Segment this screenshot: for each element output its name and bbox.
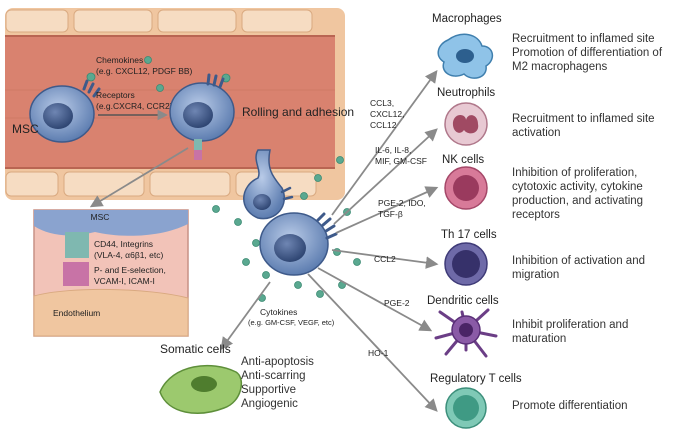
rolling-adhesion-label: Rolling and adhesion (242, 105, 354, 119)
somatic-cell (159, 364, 243, 414)
arrow-macrophages (331, 69, 438, 216)
neutrophils-label: Neutrophils (437, 87, 495, 99)
th17-cell (444, 242, 488, 286)
target-effects: Recruitment to inflamed site Promotion o… (512, 33, 663, 412)
effect-nk-1: Inhibition of proliferation, (512, 167, 637, 179)
msc-cell (29, 79, 101, 143)
arrow-neutrophils (333, 128, 438, 225)
chemokines-title: Chemokines (96, 55, 143, 65)
effect-th17-1: Inhibition of activation and (512, 255, 645, 267)
somatic-effects: Anti-apoptosis Anti-scarring Supportive … (241, 356, 314, 410)
mediator-macrophages-3: CCL12 (370, 120, 397, 130)
cytokines-title: Cytokines (260, 307, 297, 317)
effect-nk-2: cytotoxic activity, cytokine (512, 181, 643, 193)
effect-nk-3: production, and activating (512, 195, 643, 207)
somatic-effect-3: Supportive (241, 384, 296, 396)
th17-cells-label: Th 17 cells (441, 229, 497, 241)
inset-cd44-label: CD44, Integrins (94, 239, 153, 249)
macrophage-cell (437, 33, 494, 79)
cytokines-examples: (e.g. GM-CSF, VEGF, etc) (248, 318, 335, 327)
endothelium-label: Endothelium (53, 308, 100, 318)
central-msc-cell (259, 212, 338, 276)
effect-neutrophils-2: activation (512, 127, 561, 139)
adhering-msc-cell (169, 73, 235, 160)
mediator-macrophages-1: CCL3, (370, 98, 394, 108)
arrow-th17-cells (331, 249, 439, 269)
dendritic-cell (434, 308, 498, 358)
target-arrows (307, 69, 439, 412)
effect-treg-1: Promote differentiation (512, 400, 628, 412)
effect-macrophages-1: Recruitment to inflamed site (512, 33, 655, 45)
effect-dendritic-1: Inhibit proliferation and (512, 319, 628, 331)
somatic-effect-2: Anti-scarring (241, 370, 306, 382)
mediator-nk-2: TGF-β (378, 209, 403, 219)
msc-label: MSC (12, 122, 39, 136)
macrophages-label: Macrophages (432, 13, 502, 25)
arrow-nk-cells (335, 186, 439, 234)
zoom-arrow (89, 147, 189, 208)
inset-vcam-label: VCAM-I, ICAM-I (94, 276, 155, 286)
effect-dendritic-2: maturation (512, 333, 566, 345)
receptors-examples: (e.g.CXCR4, CCR2) (96, 101, 173, 111)
effect-macrophages-3: M2 macrophagens (512, 61, 607, 73)
inset-selection-label: P- and E-selection, (94, 265, 166, 275)
mediator-labels: CCL3, CXCL12, CCL12 IL-6, IL-8, MIF, GM-… (368, 98, 427, 358)
regulatory-t-cells-label: Regulatory T cells (430, 373, 522, 385)
regulatory-t-cell (445, 387, 487, 429)
arrow-regulatory-t-cells (307, 273, 438, 412)
mediator-macrophages-2: CXCL12, (370, 109, 405, 119)
mediator-neutrophils-1: IL-6, IL-8, (375, 145, 411, 155)
effect-th17-2: migration (512, 269, 559, 281)
receptors-title: Receptors (96, 90, 135, 100)
adhesion-inset (33, 209, 189, 337)
mediator-treg: HO-1 (368, 348, 389, 358)
transmigrating-cell (243, 149, 294, 220)
chemokines-examples: (e.g. CXCL12, PDGF BB) (96, 66, 193, 76)
somatic-effect-4: Angiogenic (241, 398, 298, 410)
somatic-arrow (220, 281, 271, 351)
inset-integrins-label: (VLA-4, α6β1, etc) (94, 250, 163, 260)
somatic-effect-1: Anti-apoptosis (241, 356, 314, 368)
effect-neutrophils-1: Recruitment to inflamed site (512, 113, 655, 125)
nk-cell (444, 166, 488, 210)
nk-cells-label: NK cells (442, 154, 484, 166)
neutrophil-cell (444, 102, 488, 146)
effect-nk-4: receptors (512, 209, 560, 221)
somatic-cells-label: Somatic cells (160, 342, 231, 356)
mediator-dendritic: PGE-2 (384, 298, 410, 308)
dendritic-cells-label: Dendritic cells (427, 295, 499, 307)
inset-msc-label: MSC (91, 212, 110, 222)
mediator-nk-1: PGE-2, IDO, (378, 198, 426, 208)
arrow-dendritic-cells (317, 267, 433, 332)
mediator-th17: CCL2 (374, 254, 396, 264)
effect-macrophages-2: Promotion of differentiation of (512, 47, 663, 59)
mediator-neutrophils-2: MIF, GM-CSF (375, 156, 427, 166)
